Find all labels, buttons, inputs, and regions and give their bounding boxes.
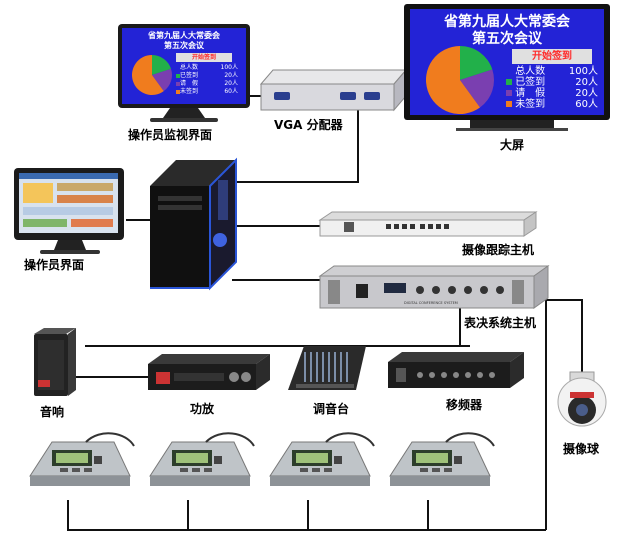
stat-label: 请 假 bbox=[515, 88, 546, 99]
line-vga-pc bbox=[232, 110, 359, 183]
legend-swatch bbox=[176, 89, 180, 94]
big-screen-pie-chart bbox=[426, 46, 494, 114]
operator-screen-panel bbox=[23, 219, 67, 227]
label-mixer: 调音台 bbox=[313, 402, 350, 416]
operator-screen-panel bbox=[23, 183, 53, 203]
operator-screen-panel bbox=[23, 207, 113, 215]
pie-slice-present bbox=[152, 55, 172, 75]
label-vga: VGA 分配器 bbox=[274, 118, 343, 132]
monitor-pie-chart bbox=[132, 55, 173, 95]
legend-swatch bbox=[506, 68, 512, 74]
stat-label: 总人数 bbox=[180, 64, 199, 71]
monitor-screen-title-1: 省第九届人大常委会 bbox=[148, 30, 220, 40]
stat-row: 总人数 100人 bbox=[506, 66, 598, 77]
operator-screen-titlebar bbox=[19, 173, 118, 179]
mixer-unit bbox=[288, 346, 366, 390]
label-camera: 摄像球 bbox=[563, 442, 600, 456]
frequency-shifter-unit bbox=[388, 352, 524, 388]
stat-label: 未签到 bbox=[515, 99, 546, 110]
legend-swatch bbox=[176, 73, 180, 78]
pie-slice-present bbox=[460, 46, 493, 80]
stat-value: 20人 bbox=[224, 80, 238, 87]
power-button bbox=[213, 233, 227, 247]
connection-lines bbox=[67, 95, 583, 531]
speaker-badge bbox=[38, 380, 50, 387]
big-screen-stats: 总人数 100人 已签到 20人 请 假 20人 未签到 60人 bbox=[506, 66, 598, 110]
line-camera bbox=[546, 299, 583, 372]
stat-label: 已签到 bbox=[180, 72, 199, 79]
voting-host-unit bbox=[318, 265, 550, 309]
delegate-unit bbox=[389, 432, 495, 486]
stat-value: 60人 bbox=[224, 88, 238, 95]
stat-row: 已签到 20人 bbox=[176, 72, 238, 80]
label-amplifier: 功放 bbox=[190, 402, 215, 416]
monitor-screen-bar: 开始签到 bbox=[176, 53, 232, 62]
pie-slice-leave bbox=[460, 69, 494, 108]
big-screen-bar: 开始签到 bbox=[512, 49, 592, 64]
stat-label: 请 假 bbox=[180, 80, 199, 87]
label-speaker: 音响 bbox=[40, 405, 65, 419]
stat-label: 总人数 bbox=[515, 66, 546, 77]
stat-row: 总人数 100人 bbox=[176, 64, 238, 72]
stat-row: 未签到 60人 bbox=[176, 88, 238, 96]
stat-label: 已签到 bbox=[515, 77, 546, 88]
delegate-unit bbox=[149, 432, 255, 486]
label-frequency-shifter: 移频器 bbox=[446, 398, 483, 412]
label-operator: 操作员界面 bbox=[24, 258, 85, 272]
stat-value: 20人 bbox=[575, 77, 598, 88]
label-big-screen: 大屏 bbox=[500, 138, 525, 152]
stat-value: 100人 bbox=[568, 66, 598, 77]
pie-slice-absent bbox=[426, 46, 480, 114]
monitor-screen-title-2: 第五次会议 bbox=[164, 40, 204, 50]
monitor-screen-stats: 总人数 100人 已签到 20人 请 假 20人 未签到 60人 bbox=[176, 64, 238, 96]
stat-row: 请 假 20人 bbox=[506, 88, 598, 99]
stat-value: 20人 bbox=[224, 72, 238, 79]
legend-swatch bbox=[506, 90, 512, 96]
camera-dome bbox=[557, 371, 607, 427]
vga-splitter bbox=[259, 68, 408, 112]
label-voting-host: 表决系统主机 bbox=[464, 316, 537, 330]
big-screen-title-2: 第五次会议 bbox=[472, 31, 542, 47]
vga-port bbox=[340, 92, 356, 100]
amplifier-unit bbox=[148, 354, 270, 390]
big-screen-title-1: 省第九届人大常委会 bbox=[444, 14, 570, 30]
operator-screen-panel bbox=[71, 219, 113, 227]
speaker-unit bbox=[34, 328, 76, 396]
stat-value: 20人 bbox=[575, 88, 598, 99]
legend-swatch bbox=[506, 101, 512, 107]
legend-swatch bbox=[176, 81, 180, 86]
stat-row: 已签到 20人 bbox=[506, 77, 598, 88]
vga-port bbox=[364, 92, 380, 100]
delegate-unit bbox=[29, 432, 135, 486]
pc-tower bbox=[150, 157, 237, 291]
stat-label: 未签到 bbox=[180, 88, 199, 95]
pie-slice-leave bbox=[152, 68, 173, 92]
operator-screen-panel bbox=[57, 195, 113, 203]
label-tracking-host: 摄像跟踪主机 bbox=[462, 243, 535, 257]
legend-swatch bbox=[506, 79, 512, 85]
stat-value: 60人 bbox=[575, 99, 598, 110]
delegate-unit bbox=[269, 432, 375, 486]
pie-slice-absent bbox=[132, 55, 164, 95]
operator-screen-ui bbox=[19, 173, 118, 233]
tracking-host-unit bbox=[318, 211, 538, 237]
stat-row: 未签到 60人 bbox=[506, 99, 598, 110]
operator-screen-panel bbox=[57, 183, 113, 191]
voting-host-panel-text: DIGITAL CONFERENCE SYSTEM bbox=[404, 301, 458, 305]
vga-port bbox=[274, 92, 290, 100]
stat-value: 100人 bbox=[220, 64, 238, 71]
stat-row: 请 假 20人 bbox=[176, 80, 238, 88]
label-monitor: 操作员监视界面 bbox=[128, 128, 213, 142]
line-bottom-bus bbox=[67, 500, 546, 531]
